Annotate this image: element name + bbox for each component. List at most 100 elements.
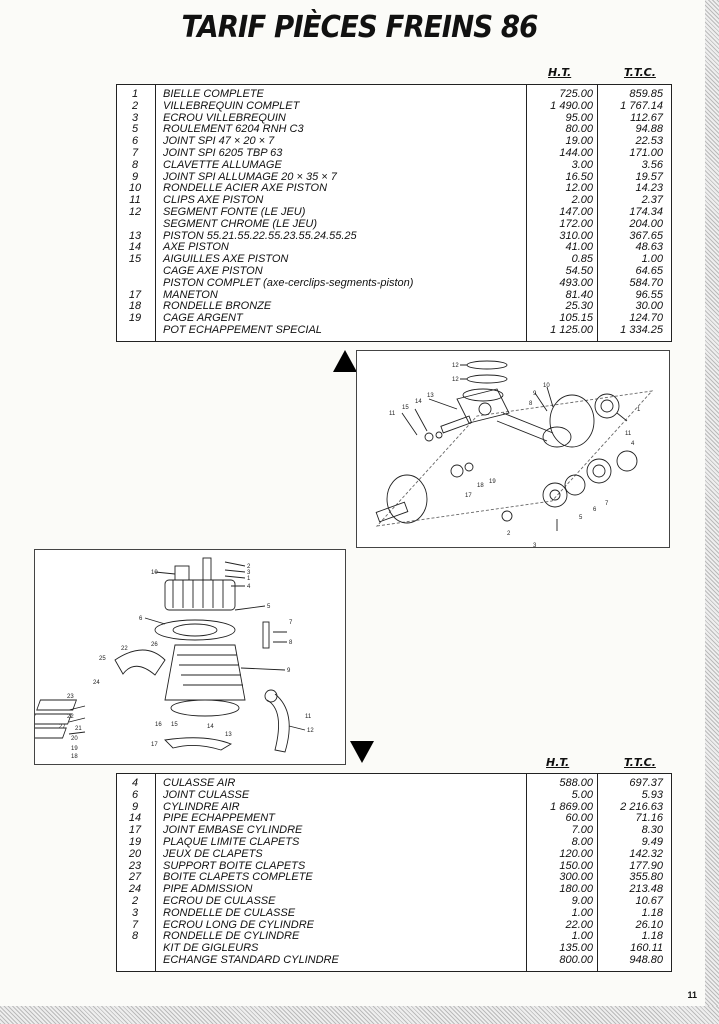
price-ht: 2.00 — [571, 194, 593, 207]
price-ht: 22.00 — [565, 918, 593, 931]
price-ht: 7.00 — [571, 824, 593, 837]
callout: 22 — [67, 714, 74, 720]
part-label: JOINT SPI 6205 TBP 63 — [163, 147, 283, 159]
callout: 1 — [247, 576, 251, 582]
part-label: CYLINDRE AIR — [163, 800, 240, 813]
part-label: PIPE ADMISSION — [163, 883, 253, 896]
price-ttc: 64.65 — [635, 265, 663, 277]
price-ttc: 1.18 — [641, 906, 663, 919]
part-number: 9 — [131, 170, 139, 183]
price-ht: 493.00 — [559, 276, 593, 289]
part-number: 2 — [131, 895, 139, 907]
part-label: AIGUILLES AXE PISTON — [163, 253, 289, 266]
price-ttc: 8.30 — [641, 824, 663, 837]
callout: 4 — [631, 441, 635, 447]
callout: 1 — [637, 407, 641, 413]
part-label: SUPPORT BOITE CLAPETS — [163, 859, 306, 872]
callout: 5 — [267, 604, 271, 610]
price-ttc: 367.65 — [629, 229, 663, 242]
price-ttc: 14.23 — [635, 182, 663, 195]
part-number: 7 — [131, 147, 139, 159]
callout: 2 — [507, 531, 511, 537]
price-ht: 25.30 — [565, 300, 593, 313]
part-number: 3 — [131, 111, 139, 124]
part-number: 9 — [131, 800, 139, 813]
callout: 19 — [71, 746, 78, 752]
part-label: JEUX DE CLAPETS — [163, 847, 263, 860]
part-number: 24 — [128, 883, 142, 896]
price-ttc: 2.37 — [641, 194, 663, 207]
part-label: PISTON 55.21.55.22.55.23.55.24.55.25 — [163, 229, 357, 242]
part-number: 12 — [128, 206, 142, 218]
callout: 14 — [207, 724, 214, 730]
part-label: BIELLE COMPLETE — [163, 88, 264, 100]
price-ttc: 177.90 — [629, 859, 663, 872]
callout: 18 — [477, 483, 484, 489]
callout: 11 — [389, 411, 396, 417]
part-label: ROULEMENT 6204 RNH C3 — [163, 123, 304, 136]
callout: 22 — [121, 646, 128, 652]
callout: 10 — [151, 570, 158, 576]
price-ttc: 71.16 — [635, 812, 663, 825]
price-ttc: 174.34 — [629, 206, 663, 218]
price-ht: 800.00 — [559, 954, 593, 966]
part-number: 20 — [128, 847, 142, 860]
price-ht: 588.00 — [559, 777, 593, 789]
part-label: PLAQUE LIMITE CLAPETS — [163, 836, 300, 848]
arrow-up-icon — [333, 350, 357, 372]
callout: 27 — [59, 724, 66, 730]
price-ht: 60.00 — [565, 812, 593, 825]
table-divider — [526, 774, 527, 971]
price-ttc: 30.00 — [635, 300, 663, 313]
price-ttc: 1.00 — [641, 253, 663, 266]
price-ht: 1.00 — [571, 930, 593, 943]
part-number: 14 — [128, 241, 142, 254]
price-ht: 80.00 — [565, 123, 593, 136]
price-ttc: 3.56 — [641, 158, 663, 171]
table-row: 13 PISTON 55.21.55.22.55.23.55.24.55.25 31… — [117, 229, 671, 243]
price-ttc: 213.48 — [629, 883, 663, 896]
page-title: TARIF PIÈCES FREINS 86 — [181, 10, 539, 45]
callout: 26 — [151, 642, 158, 648]
page-number: 11 — [687, 990, 697, 1000]
price-ht: 310.00 — [559, 229, 593, 242]
price-ttc: 5.93 — [641, 788, 663, 801]
part-number: 1 — [131, 88, 139, 100]
price-ht: 150.00 — [559, 859, 593, 872]
part-label: RONDELLE DE CYLINDRE — [163, 930, 300, 943]
price-ttc: 142.32 — [629, 847, 663, 860]
part-label: JOINT CULASSE — [163, 788, 250, 801]
callout: 11 — [625, 431, 632, 437]
page-edge-right — [705, 0, 719, 1024]
price-ttc: 1.18 — [641, 930, 663, 943]
callout: 6 — [139, 616, 143, 622]
part-label: JOINT SPI 47 × 20 × 7 — [163, 135, 275, 148]
diagram-cylinder-exploded: 10 2 3 1 4 5 6 7 8 9 22 26 25 24 23 22 2… — [25, 549, 346, 765]
callout: 15 — [402, 405, 409, 411]
part-number: 14 — [128, 812, 142, 825]
part-number: 13 — [128, 229, 142, 242]
callout: 12 — [307, 728, 314, 734]
part-label: RONDELLE BRONZE — [163, 300, 272, 313]
part-number: 19 — [128, 836, 142, 848]
price-ttc: 26.10 — [635, 918, 663, 931]
price-ht: 147.00 — [559, 206, 593, 218]
diagram-crankshaft-exploded: 12 12 14 13 15 11 10 9 8 6 7 5 4 3 2 1 1… — [356, 350, 670, 549]
callout: 7 — [289, 620, 293, 626]
callout: 13 — [427, 393, 434, 399]
callout: 12 — [452, 377, 459, 383]
price-ttc: 124.70 — [629, 312, 663, 325]
part-label: AXE PISTON — [163, 241, 229, 254]
price-ht: 1.00 — [571, 906, 593, 919]
